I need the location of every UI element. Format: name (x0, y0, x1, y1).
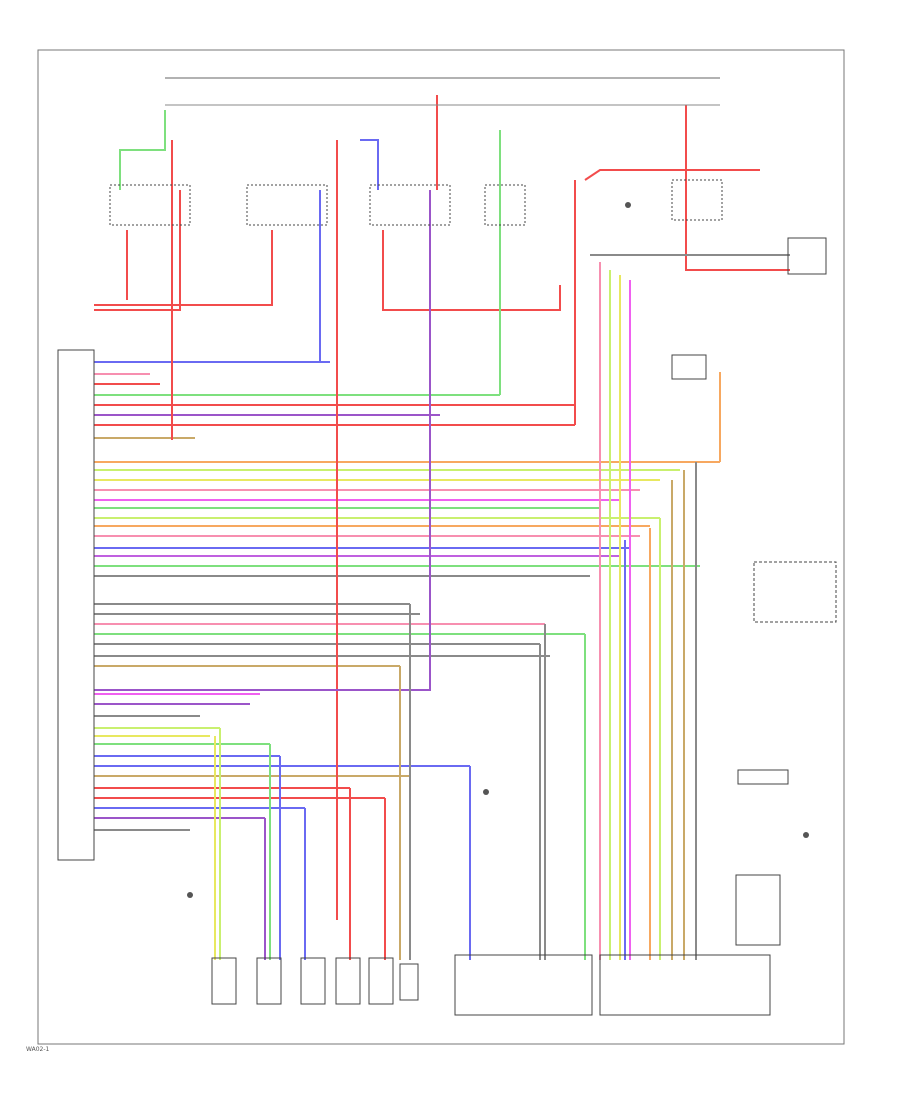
harness-wire-v15 (685, 105, 790, 271)
wire-harness (94, 95, 790, 960)
pressure-switch-box (737, 769, 789, 785)
diagram-code: WA02-1 (26, 1046, 50, 1053)
relay-module (787, 237, 827, 275)
ground-point-3 (803, 832, 809, 838)
diagram-frame (37, 49, 845, 1045)
transmission-box-right (599, 954, 771, 1016)
solenoid-module-box (753, 561, 837, 623)
transmission-box-left (454, 954, 593, 1016)
relay-2 (246, 184, 328, 226)
sensor-box-5 (368, 957, 394, 1005)
harness-wire-v5 (94, 230, 273, 306)
ecm-connector-block (57, 349, 95, 861)
sensor-box-6 (399, 963, 419, 1001)
shift-switch-box (735, 874, 781, 946)
relay-5 (671, 179, 723, 221)
harness-wire-v3 (119, 110, 166, 190)
cable-switch-box (671, 354, 707, 380)
sensor-box-2 (256, 957, 282, 1005)
relay-1 (109, 184, 191, 226)
sensor-box-4 (335, 957, 361, 1005)
relay-3 (369, 184, 451, 226)
sensor-box-1 (211, 957, 237, 1005)
component-symbols (57, 77, 837, 1016)
ground-point-4 (187, 892, 193, 898)
relay-4 (484, 184, 526, 226)
harness-wire-v10 (94, 190, 431, 691)
sensor-box-3 (300, 957, 326, 1005)
harness-wire-v1 (94, 190, 181, 311)
ground-point-2 (483, 789, 489, 795)
harness-wire-v9 (382, 230, 561, 311)
harness-wire-v8 (360, 139, 379, 190)
harness-wire-v14 (584, 169, 760, 181)
ground-point-1 (625, 202, 631, 208)
